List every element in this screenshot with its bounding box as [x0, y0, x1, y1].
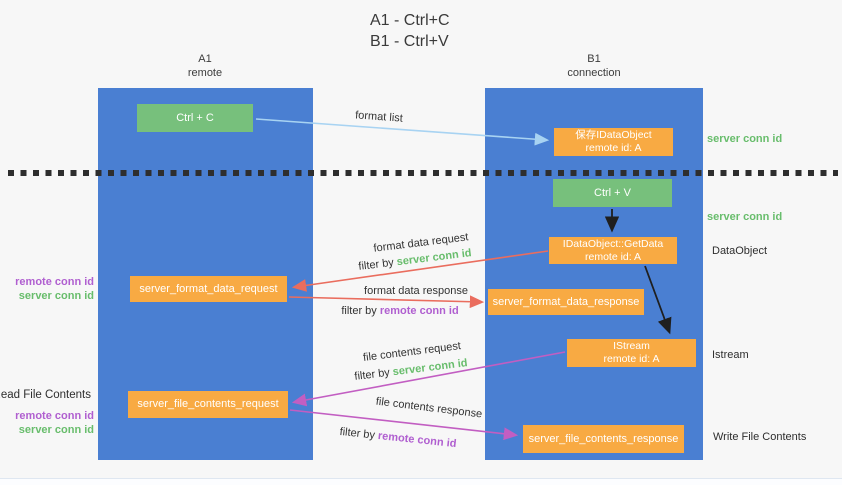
filter-by-text: filter by — [353, 366, 394, 383]
node-ctrl-v: Ctrl + V — [553, 179, 672, 207]
server-conn-id-label-mid-right: server conn id — [707, 211, 783, 223]
node-idataobject-getdata: IDataObject::GetData remote id: A — [549, 237, 677, 264]
write-file-contents-label: Write File Contents — [713, 431, 807, 443]
dataobject-label: DataObject — [712, 245, 768, 257]
node-ctrl-c: Ctrl + C — [137, 104, 253, 132]
remote-conn-id-key: remote conn id — [379, 305, 459, 317]
node-server-file-contents-request: server_file_contents_request — [128, 391, 288, 418]
read-file-contents-label: Read File Contents — [0, 389, 91, 401]
dotted-separator-line — [8, 170, 838, 176]
right-column-header: B1 connection — [567, 53, 621, 79]
format-list-label: format list — [354, 109, 404, 125]
node-server-file-contents-request-label: server_file_contents_request — [137, 398, 279, 410]
filter-by-text: filter by — [357, 256, 398, 273]
format-data-response-arrow — [288, 295, 485, 309]
server-conn-id-label-left-top: server conn id — [18, 290, 94, 302]
node-save-idataobject: 保存IDataObject remote id: A — [554, 128, 673, 156]
node-server-format-data-request: server_format_data_request — [130, 276, 287, 302]
remote-conn-id-label-left-bottom: remote conn id — [15, 410, 94, 422]
node-getdata-line1: IDataObject::GetData — [562, 237, 664, 250]
filter-by-text: filter by — [339, 425, 379, 442]
node-ctrl-c-label: Ctrl + C — [176, 111, 214, 124]
title-line-a1: A1 - Ctrl+C — [370, 12, 450, 29]
bottom-edge-strip — [0, 478, 842, 485]
node-save-idataobject-line2: remote id: A — [585, 142, 642, 154]
format-data-response-label: format data response — [364, 285, 468, 297]
istream-label: Istream — [712, 349, 749, 361]
node-server-format-data-response: server_format_data_response — [488, 289, 644, 315]
file-contents-response-filter-label: filter by remote conn id — [339, 426, 457, 450]
server-conn-id-key: server conn id — [392, 357, 469, 379]
node-server-format-data-request-label: server_format_data_request — [139, 282, 278, 295]
remote-conn-id-label-left-top: remote conn id — [15, 276, 94, 288]
server-conn-id-label-top-right: server conn id — [707, 133, 783, 145]
title-line-b1: B1 - Ctrl+V — [370, 33, 449, 50]
server-conn-id-label-left-bottom: server conn id — [18, 424, 94, 436]
node-istream-line2: remote id: A — [603, 353, 660, 365]
node-istream: IStream remote id: A — [567, 339, 696, 367]
format-data-response-filter-label: filter by remote conn id — [341, 305, 458, 317]
node-server-file-contents-response: server_file_contents_response — [523, 425, 684, 453]
node-save-idataobject-line1: 保存IDataObject — [575, 129, 652, 141]
filter-by-text: filter by — [341, 305, 380, 317]
remote-conn-id-key: remote conn id — [377, 429, 457, 451]
node-ctrl-v-label: Ctrl + V — [594, 186, 631, 199]
diagram-title: A1 - Ctrl+C B1 - Ctrl+V — [370, 10, 450, 52]
node-istream-line1: IStream — [613, 340, 650, 352]
node-getdata-line2: remote id: A — [584, 250, 642, 263]
file-contents-response-label: file contents response — [375, 395, 483, 421]
node-server-format-data-response-label: server_format_data_response — [492, 295, 640, 308]
left-column-header: A1 remote — [187, 53, 223, 79]
node-server-file-contents-response-label: server_file_contents_response — [528, 432, 679, 445]
